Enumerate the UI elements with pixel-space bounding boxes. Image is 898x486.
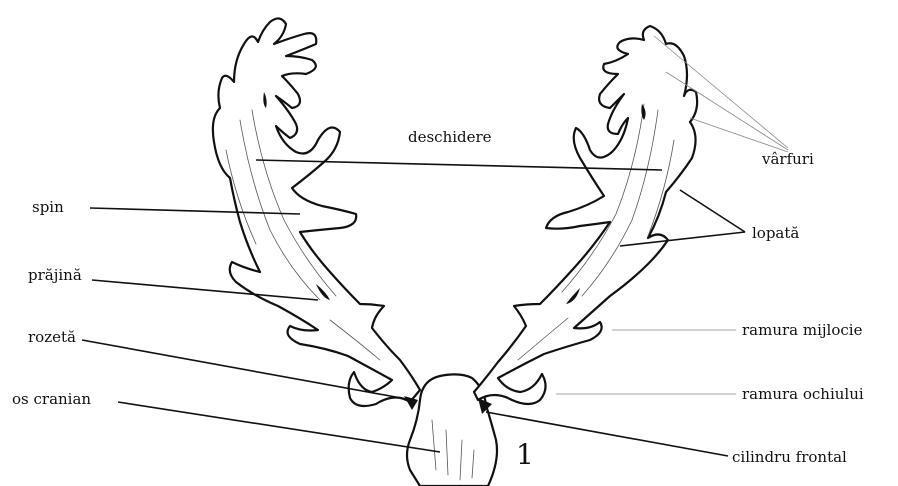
leader-lopata-1: [680, 190, 745, 232]
label-lopata: lopată: [752, 224, 799, 242]
label-varfuri: vârfuri: [761, 150, 814, 168]
label-cilindru-frontal: cilindru frontal: [732, 448, 847, 466]
label-ramura-mijlocie: ramura mijlocie: [742, 321, 863, 339]
label-rozeta: rozetă: [28, 328, 76, 346]
left-antler: [213, 18, 420, 410]
leader-os-cranian: [118, 402, 440, 452]
label-os-cranian: os cranian: [12, 390, 91, 408]
label-prajina: prăjină: [28, 266, 82, 284]
label-spin: spin: [32, 198, 64, 216]
label-ramura-ochiului: ramura ochiului: [742, 385, 864, 403]
label-deschidere: deschidere: [408, 128, 492, 146]
figure-number: 1: [516, 438, 534, 471]
leader-varfuri-3: [690, 118, 788, 152]
right-antler: [474, 26, 697, 414]
